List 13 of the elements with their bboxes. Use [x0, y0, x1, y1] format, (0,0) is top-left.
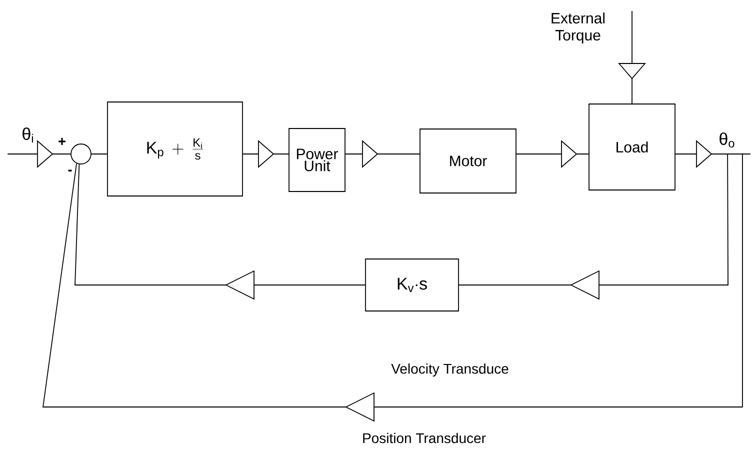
block-box: Motor [420, 128, 516, 194]
summing-junction [70, 144, 92, 164]
input-label: External Torque [552, 12, 604, 44]
sign-label: - [68, 170, 72, 172]
sign-label: + [58, 138, 66, 145]
block-box: Power Unit [288, 128, 346, 192]
caption-text: Velocity Transduce [391, 363, 508, 377]
block-box: $\mathrm{K}_{\mathrm{v}}{\cdot}\mathrm{s}$ [365, 258, 459, 312]
signal-label: θ$_{o}$ [720, 132, 734, 148]
block-box: Load [588, 104, 676, 190]
caption-text: Position Transducer [363, 432, 486, 444]
block-box: $\mathrm{K}_{\mathrm{p}} + \frac{\mathrm{K}_{\mathrm{i}}}{\mathrm{s}}$ [107, 102, 243, 196]
signal-label: θ$_{i}$ [22, 128, 33, 142]
